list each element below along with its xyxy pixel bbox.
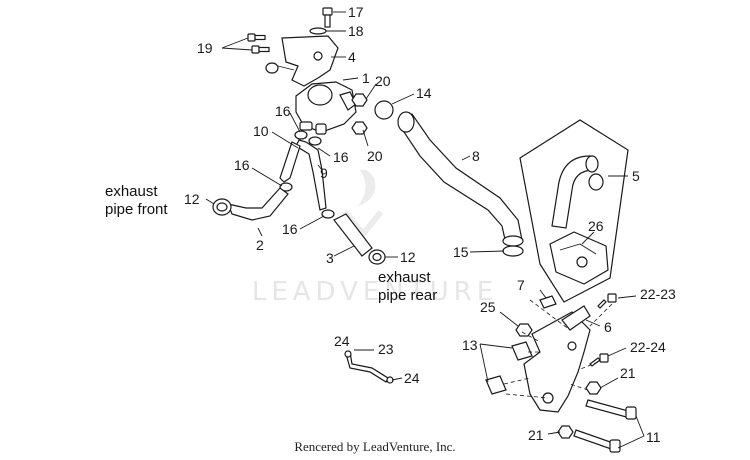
callout-11: 11 bbox=[646, 429, 661, 445]
callout-10: 10 bbox=[253, 123, 269, 139]
part-26-cover bbox=[549, 231, 609, 285]
part-7-clip bbox=[539, 295, 557, 309]
note-exhaust-rear-line2: pipe rear bbox=[378, 287, 437, 304]
callout-20-upper: 20 bbox=[375, 73, 391, 89]
callout-25: 25 bbox=[480, 299, 496, 315]
part-21-nut-upper bbox=[585, 381, 602, 395]
part-22-23-screw bbox=[597, 293, 617, 309]
note-exhaust-front: exhaust pipe front bbox=[105, 183, 168, 218]
callout-14: 14 bbox=[416, 85, 432, 101]
part-4-bracket bbox=[265, 35, 339, 87]
callout-3: 3 bbox=[326, 250, 334, 266]
leader-lines bbox=[205, 11, 645, 449]
callout-16-left: 16 bbox=[234, 157, 250, 173]
callout-22-23: 22-23 bbox=[640, 286, 676, 302]
part-18-washer bbox=[309, 27, 327, 35]
watermark: LEADVENTURE bbox=[252, 169, 498, 307]
callout-16-lower: 16 bbox=[282, 221, 298, 237]
callout-18: 18 bbox=[348, 23, 364, 39]
watermark-text: LEADVENTURE bbox=[252, 277, 498, 307]
callout-12-rear: 12 bbox=[400, 249, 416, 265]
callout-7: 7 bbox=[517, 277, 525, 293]
callout-22-24: 22-24 bbox=[630, 339, 666, 355]
note-exhaust-rear: exhaust pipe rear bbox=[378, 269, 437, 304]
callout-5: 5 bbox=[632, 168, 640, 184]
part-10-hose bbox=[279, 141, 301, 183]
credit-line: Rencered by LeadVenture, Inc. bbox=[294, 439, 456, 454]
part-12-clamp-rear bbox=[368, 249, 386, 265]
callout-9: 9 bbox=[320, 165, 328, 181]
callout-2: 2 bbox=[256, 237, 264, 253]
part-9-hose bbox=[295, 139, 327, 211]
part-2-hose bbox=[227, 187, 289, 221]
part-16-clamps-upper bbox=[294, 130, 322, 146]
callout-19: 19 bbox=[197, 40, 213, 56]
part-19-bolts bbox=[247, 33, 270, 54]
part-6-bracket bbox=[523, 305, 591, 413]
callout-24-upper: 24 bbox=[334, 333, 350, 349]
callout-26: 26 bbox=[588, 218, 604, 234]
callout-13: 13 bbox=[462, 337, 478, 353]
callout-6: 6 bbox=[604, 319, 612, 335]
assembly-dashed-lines bbox=[503, 299, 613, 399]
callout-21-lower: 21 bbox=[528, 427, 544, 443]
part-17-screw bbox=[322, 7, 333, 28]
note-exhaust-front-line2: pipe front bbox=[105, 201, 168, 218]
callout-17: 17 bbox=[348, 4, 364, 20]
part-16-clamp-mid bbox=[321, 209, 335, 219]
part-13-spacers bbox=[485, 341, 533, 395]
part-15-ring bbox=[502, 245, 524, 257]
callout-21-upper: 21 bbox=[620, 365, 636, 381]
part-20-nuts bbox=[351, 93, 368, 135]
callout-4: 4 bbox=[348, 49, 356, 65]
part-3-hose bbox=[333, 213, 373, 257]
callout-1: 1 bbox=[362, 70, 370, 86]
callout-23: 23 bbox=[378, 341, 394, 357]
part-14-ring bbox=[374, 100, 394, 120]
callout-labels: 17 18 19 4 1 20 14 16 10 16 9 20 8 16 12… bbox=[184, 4, 676, 445]
callout-20-lower: 20 bbox=[367, 148, 383, 164]
callout-8: 8 bbox=[472, 148, 480, 164]
part-21-nut-lower bbox=[557, 425, 574, 439]
callout-15: 15 bbox=[453, 244, 469, 260]
part-8-hose bbox=[397, 111, 524, 247]
part-25-nut bbox=[515, 323, 533, 337]
note-exhaust-front-line1: exhaust bbox=[105, 183, 158, 200]
note-exhaust-rear-line1: exhaust bbox=[378, 269, 431, 286]
callout-16-right: 16 bbox=[333, 149, 349, 165]
part-1-valve bbox=[295, 81, 357, 135]
part-16-clamp-left bbox=[279, 182, 293, 192]
part-22-24-screw bbox=[589, 353, 609, 367]
part-23-small-hose bbox=[344, 350, 394, 384]
part-11-bolts bbox=[573, 399, 637, 453]
callout-24-lower: 24 bbox=[404, 370, 420, 386]
part-12-clamp-front bbox=[212, 198, 232, 216]
callout-16-upper: 16 bbox=[275, 103, 291, 119]
callout-12-front: 12 bbox=[184, 191, 200, 207]
